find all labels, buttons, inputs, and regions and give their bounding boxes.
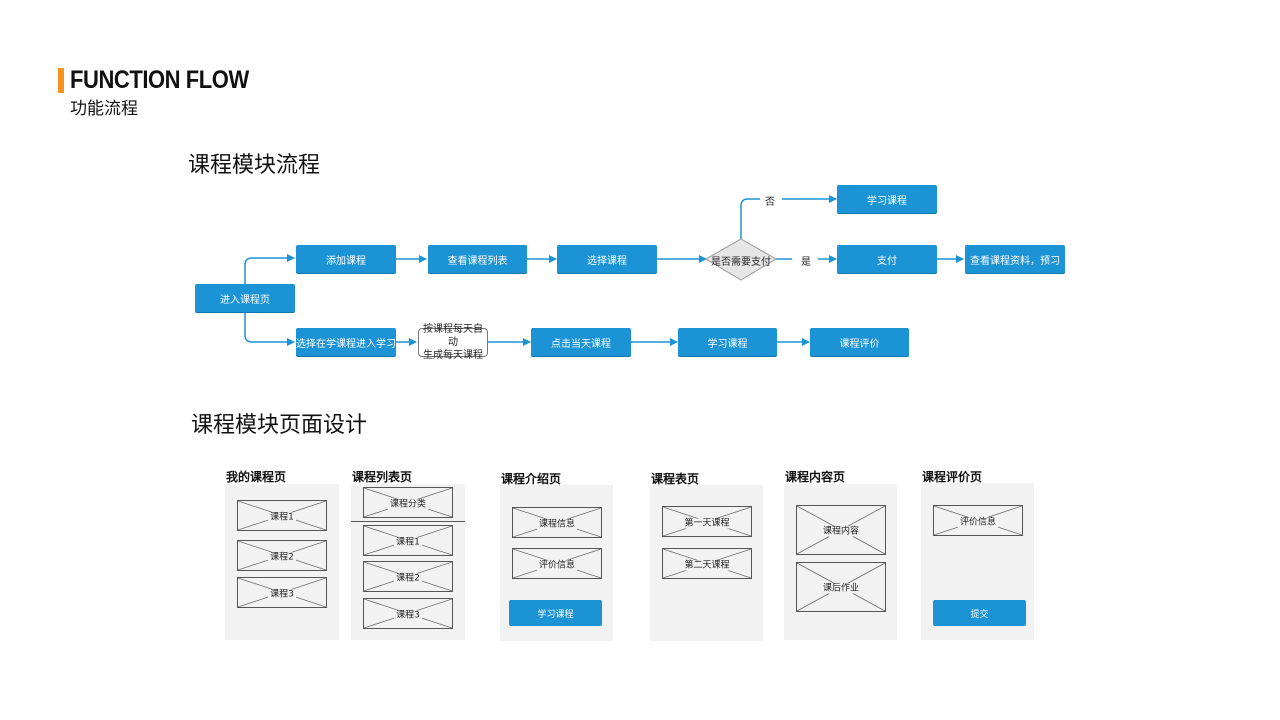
wireframe-item: 课程1 bbox=[237, 500, 327, 531]
wireframe-item: 课程信息 bbox=[512, 507, 602, 538]
wireframe-item: 课程1 bbox=[363, 525, 453, 556]
wireframe-item: 课程2 bbox=[237, 540, 327, 571]
wireframe-course-review: 评价信息 提交 bbox=[921, 483, 1034, 640]
wireframe-item-label: 课程1 bbox=[394, 537, 422, 547]
wireframe-item-label: 第二天课程 bbox=[682, 560, 732, 570]
wireframe-item: 第一天课程 bbox=[662, 506, 752, 537]
wireframe-item-label: 评价信息 bbox=[957, 517, 998, 527]
wireframe-item: 课后作业 bbox=[796, 562, 886, 612]
wireframe-item-label: 课程3 bbox=[394, 610, 422, 620]
edge-start-to-add bbox=[244, 254, 295, 284]
node-course-evaluation: 课程评价 bbox=[810, 328, 909, 356]
node-view-course-list: 查看课程列表 bbox=[428, 245, 527, 273]
wireframe-item: 第二天课程 bbox=[662, 548, 752, 579]
edge-label-no: 否 bbox=[762, 193, 778, 208]
node-select-course: 选择课程 bbox=[557, 245, 657, 273]
wireframe-item: 课程3 bbox=[363, 598, 453, 629]
wireframe-item-label: 评价信息 bbox=[536, 560, 577, 570]
wireframe-item-label: 课程内容 bbox=[820, 526, 861, 537]
wireframe-item-label: 课程2 bbox=[394, 573, 422, 583]
wireframe-course-content: 课程内容 课后作业 bbox=[784, 484, 897, 640]
wireframe-course-list: 课程分类 课程1 课程2 课程3 bbox=[351, 484, 465, 640]
submit-button[interactable]: 提交 bbox=[933, 600, 1026, 626]
wireframe-item: 课程3 bbox=[237, 577, 327, 608]
wireframe-item: 评价信息 bbox=[933, 505, 1023, 536]
node-view-materials: 查看课程资料，预习 bbox=[965, 245, 1065, 273]
page-title-my-courses: 我的课程页 bbox=[226, 470, 287, 484]
page-subtitle: 功能流程 bbox=[70, 99, 138, 119]
accent-bar bbox=[58, 68, 64, 93]
wireframe-item-label: 第一天课程 bbox=[682, 518, 732, 528]
node-enter-course: 进入课程页 bbox=[195, 284, 295, 312]
wireframe-item-label: 课程信息 bbox=[536, 519, 577, 529]
node-pay: 支付 bbox=[837, 245, 937, 273]
wireframe-course-intro: 课程信息 评价信息 学习课程 bbox=[500, 485, 613, 641]
wireframe-item-label: 课后作业 bbox=[820, 583, 861, 594]
wireframe-schedule: 第一天课程 第二天课程 bbox=[650, 485, 763, 641]
decision-label: 是否需要支付 bbox=[711, 257, 771, 268]
page-title-course-list: 课程列表页 bbox=[352, 470, 413, 484]
page-title-course-intro: 课程介绍页 bbox=[501, 472, 562, 486]
node-learn-course-top: 学习课程 bbox=[837, 185, 937, 213]
wireframe-item-label: 课程1 bbox=[268, 512, 296, 522]
edge-start-to-select-learning bbox=[244, 312, 295, 346]
wireframe-item-label: 课程分类 bbox=[387, 499, 428, 509]
decision-diamond bbox=[705, 238, 777, 281]
wireframe-item-label: 课程3 bbox=[268, 589, 296, 599]
wireframe-item: 课程内容 bbox=[796, 505, 886, 555]
node-learn-course-bottom: 学习课程 bbox=[678, 328, 777, 356]
wireframe-item-label: 课程2 bbox=[268, 552, 296, 562]
flow-section-title: 课程模块流程 bbox=[188, 153, 321, 178]
page-title: FUNCTION FLOW bbox=[70, 66, 249, 94]
node-auto-generate-daily: 按课程每天自动 生成每天课程 bbox=[418, 324, 488, 361]
wireframe-category: 课程分类 bbox=[363, 487, 453, 518]
wireframe-my-courses: 课程1 课程2 课程3 bbox=[225, 484, 339, 640]
learn-course-button[interactable]: 学习课程 bbox=[509, 600, 602, 626]
edge-decision-no-up bbox=[740, 198, 760, 239]
divider bbox=[351, 521, 465, 522]
wireframe-item: 评价信息 bbox=[512, 548, 602, 579]
wireframe-item: 课程2 bbox=[363, 561, 453, 592]
node-click-today-course: 点击当天课程 bbox=[531, 328, 631, 356]
node-select-learning-course: 选择在学课程进入学习 bbox=[296, 328, 396, 356]
pages-section-title: 课程模块页面设计 bbox=[191, 413, 368, 438]
edge-label-yes: 是 bbox=[798, 253, 814, 268]
node-add-course: 添加课程 bbox=[296, 245, 396, 273]
page-title-course-review: 课程评价页 bbox=[922, 470, 983, 484]
page-title-course-content: 课程内容页 bbox=[785, 470, 846, 484]
page-title-schedule: 课程表页 bbox=[651, 472, 700, 486]
